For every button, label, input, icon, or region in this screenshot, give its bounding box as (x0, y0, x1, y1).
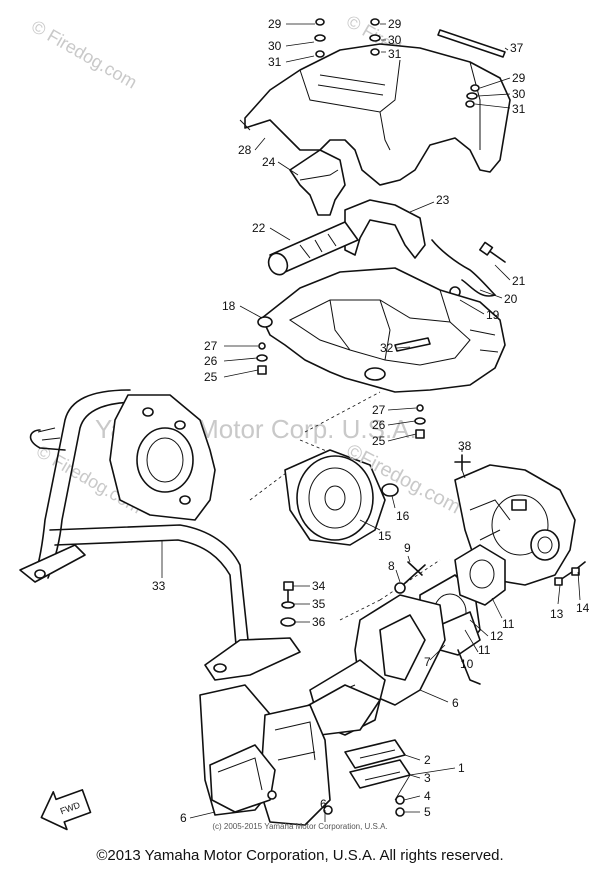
fastener-25-27-right-part (414, 404, 426, 439)
label-20: 20 (504, 292, 518, 306)
bolt-9-part (407, 561, 423, 576)
label-29-a: 29 (268, 17, 282, 31)
base-plate-part (257, 267, 506, 393)
fastener-29-31-part (314, 18, 480, 108)
bolt-8-part (394, 564, 426, 594)
frame-bracket-part (109, 394, 216, 521)
label-27-b: 27 (372, 403, 386, 417)
fastener-25-27-left-part (256, 342, 268, 375)
label-29-b: 29 (388, 17, 402, 31)
label-27-a: 27 (204, 339, 218, 353)
label-32: 32 (380, 341, 394, 355)
insulator-10-part (439, 611, 481, 685)
label-19: 19 (486, 308, 500, 322)
label-30-c: 30 (512, 87, 526, 101)
label-31-c: 31 (512, 102, 526, 116)
label-6-c: 6 (320, 797, 327, 811)
reed-valve-7-part (299, 594, 446, 736)
label-8: 8 (388, 559, 395, 573)
label-26-a: 26 (204, 354, 218, 368)
label-7: 7 (424, 655, 431, 669)
fastener-34-36-part (280, 581, 296, 627)
label-24: 24 (262, 155, 276, 169)
label-30-b: 30 (388, 33, 402, 47)
label-13: 13 (550, 607, 564, 621)
top-cover-part (239, 43, 511, 186)
screw-13-14-part (554, 561, 586, 586)
label-21: 21 (512, 274, 526, 288)
reed-block-6-part (199, 684, 333, 826)
label-38: 38 (458, 439, 472, 453)
reed-petals-part (344, 739, 411, 817)
label-37: 37 (510, 41, 524, 55)
label-4: 4 (424, 789, 431, 803)
label-3: 3 (424, 771, 431, 785)
fwd-arrow: FWD (40, 789, 92, 831)
label-33: 33 (152, 579, 166, 593)
label-9: 9 (404, 541, 411, 555)
muffler-tube-part (267, 221, 359, 276)
label-10: 10 (460, 657, 474, 671)
copyright-footer: ©2013 Yamaha Motor Corporation, U.S.A. A… (96, 847, 504, 864)
callout-leaders (161, 23, 581, 822)
label-25-a: 25 (204, 370, 218, 384)
label-14: 14 (576, 601, 590, 615)
label-16: 16 (396, 509, 410, 523)
label-15: 15 (378, 529, 392, 543)
label-29-c: 29 (512, 71, 526, 85)
frame-arm-part (19, 389, 301, 681)
strap-37-part (437, 29, 506, 58)
bracket-23-part (344, 199, 426, 259)
label-12: 12 (490, 629, 504, 643)
label-6-a: 6 (452, 696, 459, 710)
label-31-b: 31 (388, 47, 402, 61)
label-28: 28 (238, 143, 252, 157)
callout-numbers: 29 30 31 29 30 31 37 29 30 31 28 24 23 2… (152, 17, 590, 825)
pulley-part (284, 449, 399, 546)
label-22: 22 (252, 221, 266, 235)
label-34: 34 (312, 579, 326, 593)
bracket-24-part (289, 149, 346, 216)
label-36: 36 (312, 615, 326, 629)
label-11-b: 11 (478, 643, 491, 657)
image-sub-copyright: (c) 2005-2015 Yamaha Motor Corporation, … (212, 822, 388, 831)
label-30-a: 30 (268, 39, 282, 53)
label-25-b: 25 (372, 434, 386, 448)
label-26-b: 26 (372, 418, 386, 432)
watermark-top-left: © Firedog.com (28, 16, 140, 92)
label-35: 35 (312, 597, 326, 611)
label-2: 2 (424, 753, 431, 767)
label-6-b: 6 (180, 811, 187, 825)
gasket-9-part (454, 544, 506, 606)
label-18: 18 (222, 299, 236, 313)
label-31-a: 31 (268, 55, 282, 69)
label-5: 5 (424, 805, 431, 819)
label-1: 1 (458, 761, 465, 775)
bolt-21-part (479, 241, 506, 263)
label-11-a: 11 (502, 617, 515, 631)
label-23: 23 (436, 193, 450, 207)
